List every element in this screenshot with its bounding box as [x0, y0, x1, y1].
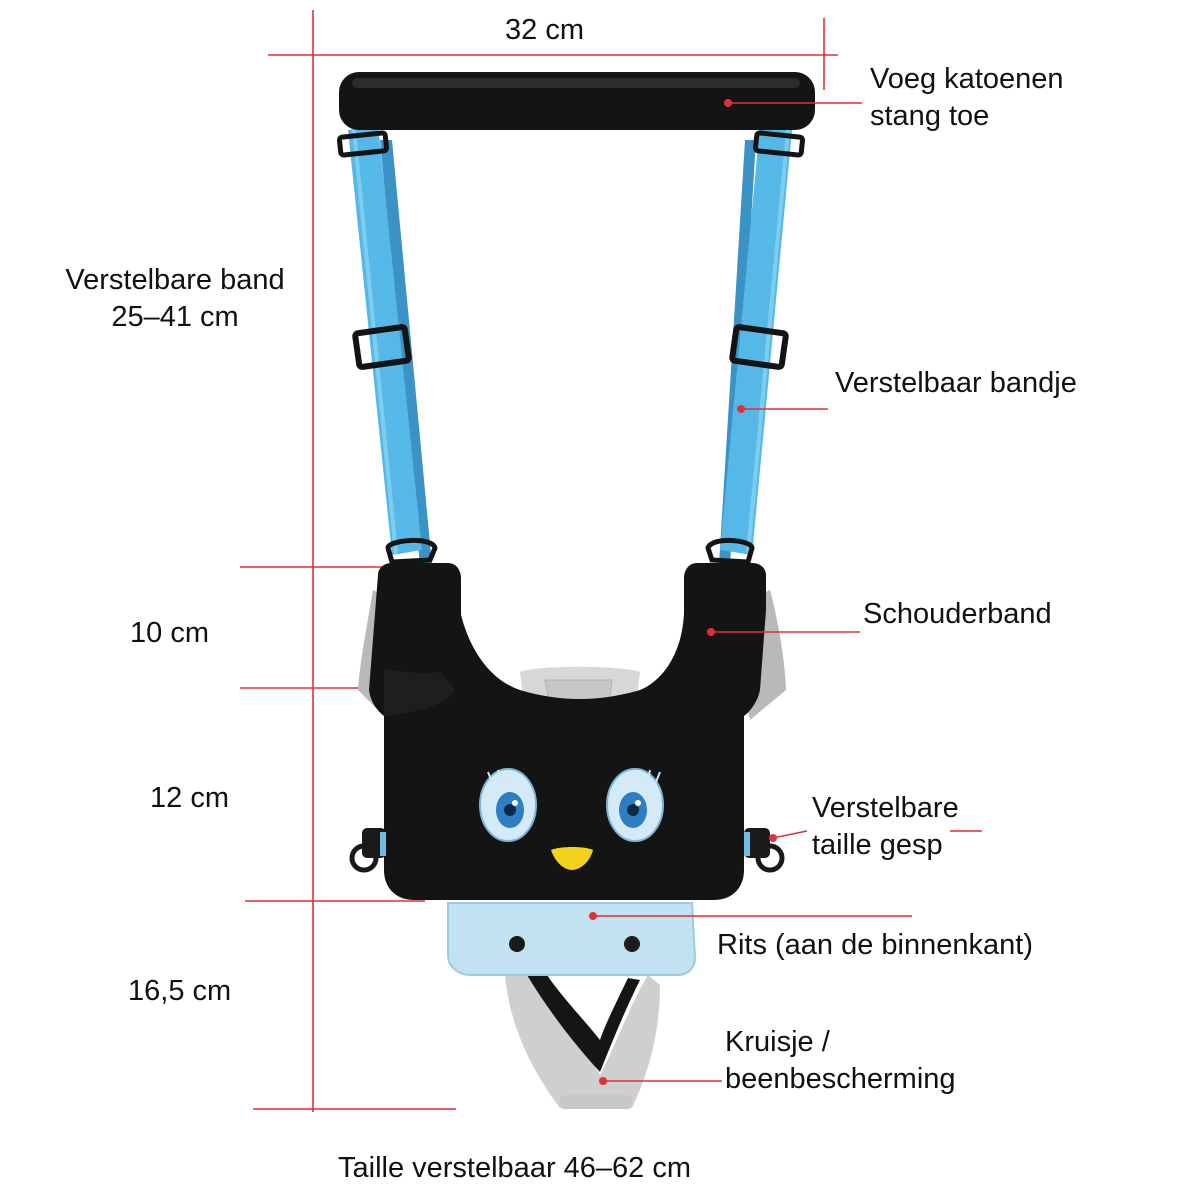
waist-range-label: Taille verstelbaar 46–62 cm	[338, 1152, 692, 1184]
strap-range-label: Verstelbare band 25–41 cm	[40, 262, 310, 336]
cotton-bar-callout: Voeg katoenen stang toe	[870, 61, 1064, 135]
crotch-callout: Kruisje / beenbescherming	[725, 1024, 956, 1098]
cotton-bar	[339, 72, 815, 130]
owl-face	[479, 768, 664, 870]
zipper-panel	[447, 902, 697, 976]
body-height-label: 12 cm	[150, 782, 229, 814]
strap-hooks	[385, 537, 755, 611]
waist-buckle-left	[349, 828, 386, 873]
front-straps	[348, 125, 792, 555]
cotton-bar-callout-line1: Voeg katoenen	[870, 63, 1064, 95]
crotch-callout-line2: beenbescherming	[725, 1063, 956, 1095]
shoulder-callout: Schouderband	[863, 598, 1052, 630]
strap-range-line1: Verstelbare band	[65, 264, 285, 296]
zipper-callout: Rits (aan de binnenkant)	[717, 929, 1033, 961]
width-label: 32 cm	[505, 14, 584, 46]
waist-buckle-callout-line1: Verstelbare	[812, 792, 959, 824]
shoulder-height-label: 10 cm	[130, 617, 209, 649]
strap-range-line2: 25–41 cm	[111, 301, 239, 333]
lower-height-label: 16,5 cm	[128, 975, 232, 1007]
crotch-piece	[505, 965, 660, 1109]
strap-callout: Verstelbaar bandje	[835, 367, 1077, 399]
crotch-callout-line1: Kruisje /	[725, 1026, 830, 1058]
waist-buckle-right	[744, 828, 785, 873]
waist-buckle-callout-line2: taille gesp	[812, 829, 943, 861]
strap-adjusters	[336, 130, 806, 370]
measurement-lines	[240, 10, 838, 1112]
rear-straps	[380, 140, 756, 565]
callout-pointers	[589, 99, 982, 1085]
cotton-bar-callout-line2: stang toe	[870, 100, 990, 132]
waist-buckle-callout: Verstelbare taille gesp	[812, 790, 959, 864]
harness-body	[369, 563, 766, 900]
